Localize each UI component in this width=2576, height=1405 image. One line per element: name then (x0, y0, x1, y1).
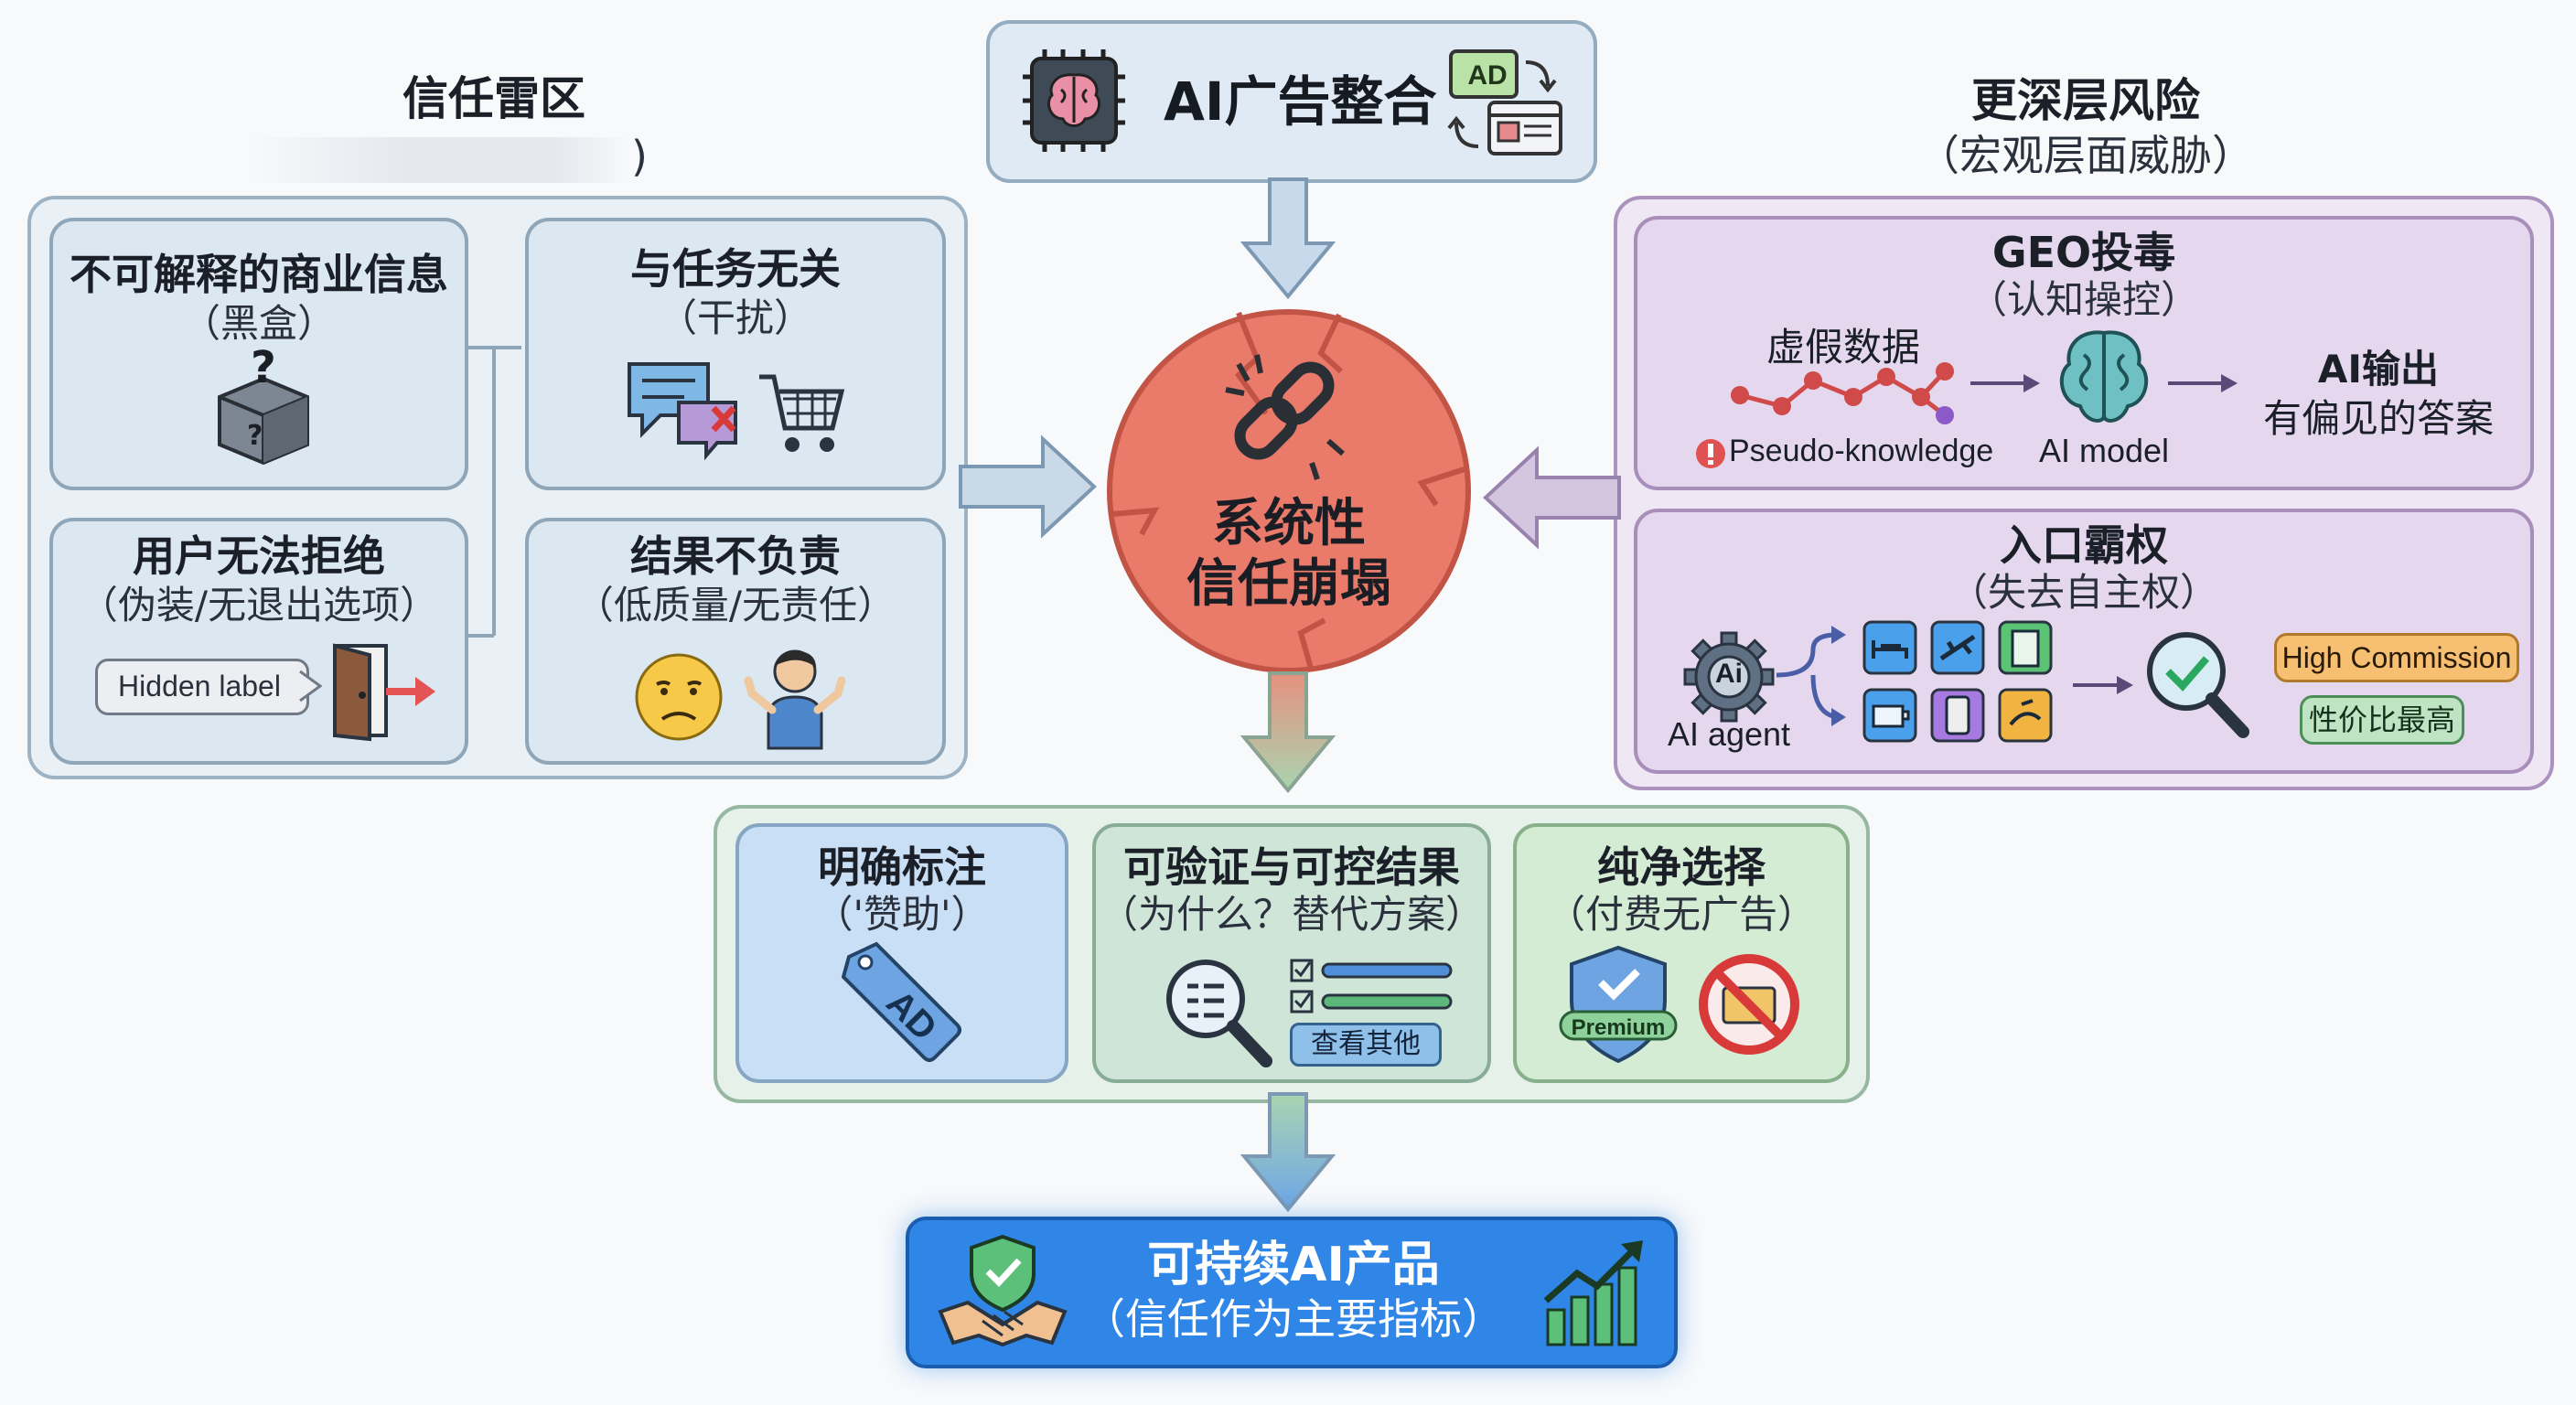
ad-tag-icon: AD (841, 941, 961, 1062)
premium-badge-text: Premium (1571, 1015, 1666, 1040)
collapse-line-2: 信任崩塌 (1186, 554, 1391, 614)
hidden-label-tag (95, 659, 309, 715)
checklist-bars-icon (1290, 959, 1453, 1014)
card-subtitle: （黑盒） (181, 301, 336, 346)
biased-answer-label: 有偏见的答案 (2262, 396, 2494, 441)
card-title: 与任务无关 (630, 244, 841, 294)
growth-chart-icon (1543, 1240, 1643, 1346)
trust-minefield-subtitle-paren: ) (631, 132, 648, 181)
handshake-shield-icon (938, 1234, 1068, 1347)
card-title: 结果不负责 (630, 531, 841, 581)
high-commission-badge: High Commission (2274, 633, 2519, 682)
magnifier-check-icon (2147, 632, 2249, 738)
broken-chain-icon (1225, 354, 1345, 480)
card-title: 用户无法拒绝 (133, 531, 385, 581)
arrow-down-solutions (1240, 1092, 1336, 1213)
premium-shield-icon (1559, 945, 1678, 1064)
shopping-cart-icon (759, 374, 845, 452)
mystery-box-icon: ? ? (218, 342, 309, 466)
exit-door-icon (333, 643, 435, 742)
service-grid-icons (1862, 620, 2053, 743)
shrugging-person-icon (744, 649, 846, 750)
chat-interrupt-icon (628, 362, 737, 461)
card-subtitle: （伪装/无退出选项） (79, 583, 439, 627)
trust-collapse-circle (1107, 309, 1471, 673)
arrow-to-check (2073, 676, 2133, 694)
ai-agent-icon-label: Ai (1715, 659, 1743, 689)
card-entry-hegemony: 入口霸权 （失去自主权） Ai AI agent (1634, 509, 2534, 774)
solution-subtitle: （付费无广告） (1546, 892, 1816, 937)
entry-title: 入口霸权 (2000, 520, 2168, 570)
view-others-button[interactable]: 查看其他 (1290, 1023, 1442, 1067)
arrow-to-output (2168, 374, 2238, 392)
solution-title: 明确标注 (818, 842, 986, 892)
pseudo-knowledge-label: Pseudo-knowledge (1729, 434, 1994, 468)
card-cannot-refuse: 用户无法拒绝 （伪装/无退出选项） Hidden label (49, 518, 468, 765)
svg-text:?: ? (247, 420, 263, 452)
fake-data-network-icon (1731, 362, 1954, 424)
solution-pure-choice: 纯净选择 （付费无广告） Premium (1513, 823, 1850, 1083)
solution-title: 可验证与可控结果 (1123, 842, 1460, 892)
ai-output-label: AI输出 (2317, 347, 2440, 391)
magnifier-list-icon (1166, 960, 1272, 1067)
geo-subtitle: （认知操控） (1968, 277, 2199, 322)
trust-minefield-title: 信任雷区 (402, 72, 585, 125)
ai-agent-label: AI agent (1667, 715, 1791, 753)
entry-subtitle: （失去自主权） (1948, 570, 2218, 615)
warning-icon (1696, 439, 1725, 468)
gear-icon (1683, 631, 1775, 723)
ai-model-label: AI model (2038, 432, 2170, 469)
card-not-responsible: 结果不负责 （低质量/无责任） (525, 518, 946, 765)
trust-minefield-subtitle-redacted (247, 137, 631, 183)
card-subtitle: （低质量/无责任） (574, 583, 896, 627)
arrow-down-top (1240, 177, 1336, 300)
brain-icon (2060, 330, 2148, 423)
branch-arrows (1776, 626, 1846, 726)
hidden-label-text: Hidden label (118, 670, 281, 702)
card-title: 不可解释的商业信息 (70, 250, 448, 299)
ad-placement-icon (1447, 49, 1562, 156)
deeper-risks-title: 更深层风险 (1971, 74, 2200, 127)
no-ads-icon (1699, 954, 1799, 1055)
solution-verifiable: 可验证与可控结果 （为什么？替代方案） 查看其他 (1092, 823, 1491, 1083)
collapse-line-1: 系统性 (1212, 494, 1366, 553)
ai-ad-integration-box: AI广告整合 AD (986, 20, 1597, 183)
solution-title: 纯净选择 (1597, 842, 1766, 892)
sustainable-ai-product-box: 可持续AI产品 （信任作为主要指标） (906, 1217, 1678, 1368)
left-connector-lines (467, 346, 521, 638)
fake-data-label: 虚假数据 (1766, 325, 1920, 370)
ad-icon-label: AD (1467, 60, 1508, 91)
geo-title: GEO投毒 (1991, 228, 2176, 277)
arrow-to-model (1970, 374, 2040, 392)
solution-subtitle: （为什么？替代方案） (1099, 892, 1484, 937)
card-unexplainable-info: 不可解释的商业信息 （黑盒） ? ? (49, 218, 468, 490)
arrow-left-right-panel (1483, 445, 1621, 550)
ai-chip-icon (1023, 49, 1125, 152)
ai-ad-integration-title: AI广告整合 (1164, 70, 1437, 133)
sustainable-ai-title: 可持续AI产品 (1147, 1238, 1440, 1292)
svg-text:?: ? (251, 342, 276, 393)
tag-pointer (299, 670, 323, 702)
card-task-irrelevant: 与任务无关 （干扰） (525, 218, 946, 490)
arrow-down-center (1240, 671, 1336, 794)
deeper-risks-subtitle: （宏观层面威胁） (1917, 131, 2254, 180)
sustainable-ai-subtitle: （信任作为主要指标） (1083, 1294, 1504, 1344)
card-subtitle: （干扰） (658, 295, 812, 340)
arrow-right-left-panel (959, 434, 1097, 539)
solution-clear-labeling: 明确标注 （'赞助'） AD (735, 823, 1068, 1083)
card-geo-poisoning: GEO投毒 （认知操控） 虚假数据 Pseudo-knowledge AI mo… (1634, 216, 2534, 490)
sad-face-icon (635, 653, 723, 741)
best-value-badge: 性价比最高 (2300, 695, 2464, 745)
solution-subtitle: （'赞助'） (814, 892, 990, 937)
